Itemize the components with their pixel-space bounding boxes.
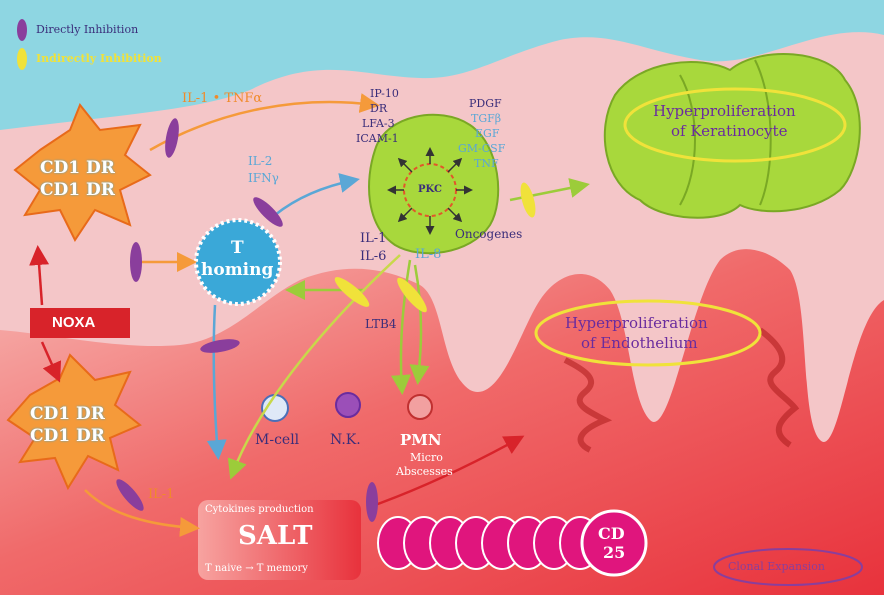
direct-inhibition-icon — [17, 19, 27, 41]
legend-direct-label: Directly Inhibition — [36, 24, 138, 35]
pmn-cell-icon — [408, 395, 432, 419]
surface-marker-4: ICAM-1 — [356, 133, 399, 144]
apc-top-label-2: CD1 DR — [40, 182, 115, 199]
endothelium-outcome-label-1: Hyperproliferation — [565, 316, 708, 331]
pmn-label: PMN — [400, 433, 442, 448]
surface-marker-3: LFA-3 — [362, 118, 395, 129]
m-cell-label: M-cell — [255, 433, 299, 447]
nk-label: N.K. — [330, 433, 361, 447]
oncogenes-label: Oncogenes — [455, 228, 522, 240]
il2-label: IL-2 — [248, 155, 272, 167]
cd25-label-2: 25 — [603, 545, 625, 561]
noxa-label: NOXA — [52, 315, 95, 330]
t-homing-label-1: T — [231, 240, 244, 257]
growth-factor-1: PDGF — [469, 98, 502, 109]
il1-mid-label: IL-1 — [360, 232, 386, 245]
keratinocyte-outcome-label-2: of Keratinocyte — [671, 124, 787, 139]
pkc-label: PKC — [418, 185, 442, 195]
keratinocyte-outcome-label-1: Hyperproliferation — [653, 104, 796, 119]
apc-bottom-label-2: CD1 DR — [30, 428, 105, 445]
il6-label: IL-6 — [360, 250, 386, 263]
growth-factor-4: GM-CSF — [458, 143, 505, 154]
nk-cell-icon — [336, 393, 360, 417]
pmn-sub-label-1: Micro — [410, 452, 443, 463]
salt-top-label: Cytokines production — [205, 505, 314, 515]
ltb4-label: LTB4 — [365, 318, 396, 330]
il1-tnf-label: IL-1 • TNFα — [182, 92, 262, 105]
apc-bottom-label-1: CD1 DR — [30, 406, 105, 423]
ifn-label: IFNγ — [248, 172, 279, 184]
salt-title: SALT — [238, 523, 312, 549]
indirect-inhibition-icon — [17, 48, 27, 70]
salt-bottom-label: T naive → T memory — [205, 564, 308, 574]
il1-left-label: IL-1 — [148, 488, 174, 501]
legend-indirect-label: Indirectly Inhibition — [36, 53, 162, 64]
growth-factor-3: EGF — [475, 128, 499, 139]
apc-top-label-1: CD1 DR — [40, 160, 115, 177]
pmn-sub-label-2: Abscesses — [396, 466, 453, 477]
clonal-expansion-label: Clonal Expansion — [728, 561, 825, 572]
surface-marker-1: IP-10 — [370, 88, 399, 99]
t-homing-label-2: homing — [201, 262, 273, 279]
il8-label: IL-8 — [415, 248, 441, 261]
cd25-label-1: CD — [598, 526, 625, 542]
growth-factor-2: TGFβ — [471, 113, 501, 124]
surface-marker-2: DR — [370, 103, 387, 114]
growth-factor-5: TNF — [474, 158, 499, 169]
endothelium-outcome-label-2: of Endothelium — [581, 336, 698, 351]
